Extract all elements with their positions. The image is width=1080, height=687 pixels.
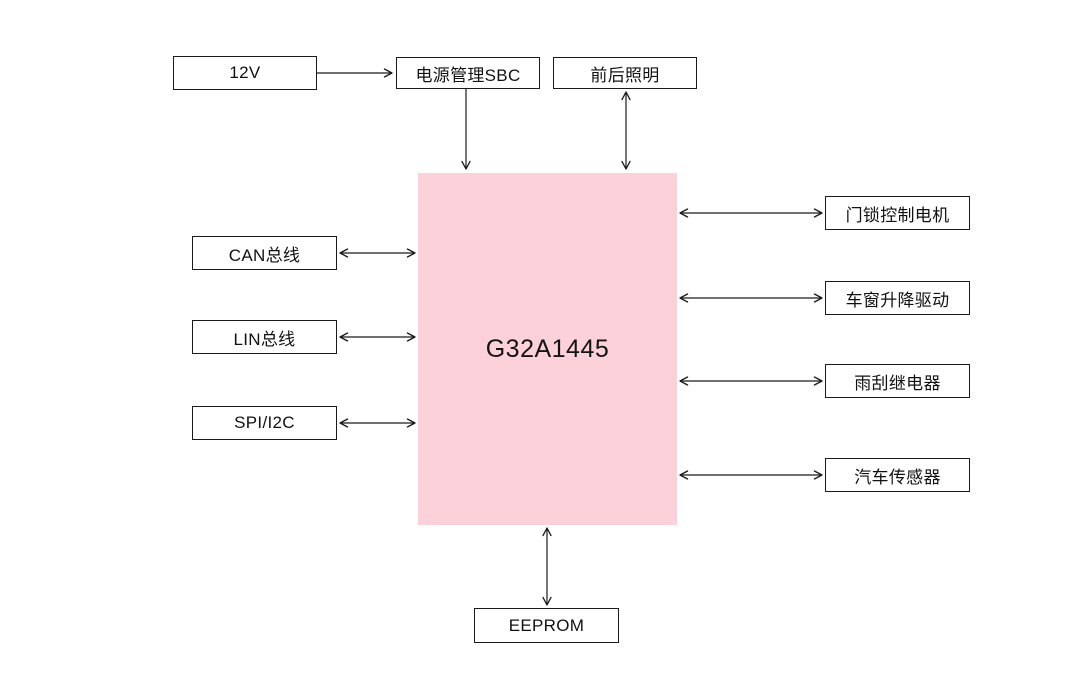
node-12v-label: 12V bbox=[229, 63, 261, 82]
node-spi-i2c: SPI/I2C bbox=[192, 406, 337, 440]
node-sensor-label: 汽车传感器 bbox=[854, 467, 941, 487]
mcu-label: G32A1445 bbox=[485, 334, 610, 363]
node-can-bus: CAN总线 bbox=[192, 236, 337, 270]
node-wiper-label: 雨刮继电器 bbox=[854, 373, 941, 393]
node-window-label: 车窗升降驱动 bbox=[845, 290, 950, 310]
node-sbc-label: 电源管理SBC bbox=[415, 65, 521, 85]
node-12v-supply: 12V bbox=[173, 56, 317, 90]
node-mcu-g32a1445: G32A1445 bbox=[418, 173, 677, 525]
node-power-management-sbc: 电源管理SBC bbox=[396, 57, 540, 89]
node-car-sensor: 汽车传感器 bbox=[825, 458, 970, 492]
node-can-label: CAN总线 bbox=[228, 245, 301, 265]
node-front-rear-lighting: 前后照明 bbox=[553, 57, 697, 89]
node-window-lift-drive: 车窗升降驱动 bbox=[825, 281, 970, 315]
node-wiper-relay: 雨刮继电器 bbox=[825, 364, 970, 398]
node-spi-label: SPI/I2C bbox=[234, 413, 295, 432]
node-lin-bus: LIN总线 bbox=[192, 320, 337, 354]
node-door-lock-motor: 门锁控制电机 bbox=[825, 196, 970, 230]
node-lin-label: LIN总线 bbox=[233, 329, 296, 349]
node-lighting-label: 前后照明 bbox=[590, 65, 660, 85]
node-eeprom: EEPROM bbox=[474, 608, 619, 643]
node-eeprom-label: EEPROM bbox=[508, 615, 585, 635]
node-doorlock-label: 门锁控制电机 bbox=[845, 205, 950, 225]
